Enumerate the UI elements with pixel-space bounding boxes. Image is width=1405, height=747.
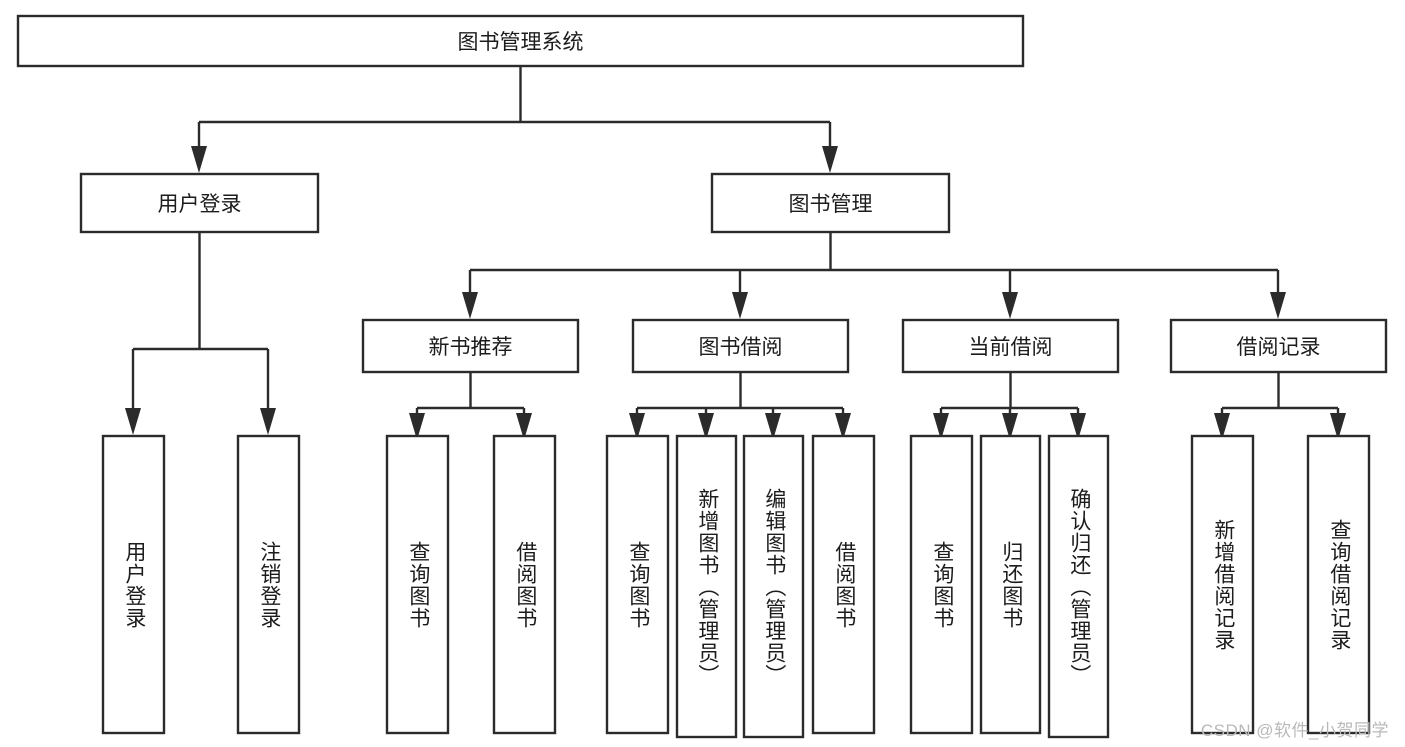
node-current-borrow-box[interactable] bbox=[901, 318, 1120, 374]
node-new-book-recommend-box[interactable] bbox=[361, 318, 580, 374]
arrowhead-to-borrow-record bbox=[1270, 292, 1286, 319]
arrowhead-to-book-mgmt bbox=[822, 146, 838, 173]
arrowhead-to-book-borrow bbox=[732, 292, 748, 319]
leaf-current-borrow-1-box[interactable] bbox=[909, 434, 974, 735]
leaf-borrow-record-1-box[interactable] bbox=[1190, 434, 1255, 735]
leaf-book-borrow-1-box[interactable] bbox=[605, 434, 670, 735]
leaf-new-book-2-box[interactable] bbox=[492, 434, 557, 735]
node-book-management-box[interactable] bbox=[710, 172, 951, 234]
leaf-user-login-1-box[interactable] bbox=[101, 434, 166, 735]
node-user-login-box[interactable] bbox=[79, 172, 320, 234]
leaf-user-login-2-box[interactable] bbox=[236, 434, 301, 735]
arrowhead-to-new-book bbox=[462, 292, 478, 319]
csdn-watermark: CSDN @软件_小贺同学 bbox=[1200, 721, 1389, 740]
node-book-borrow-box[interactable] bbox=[631, 318, 850, 374]
node-borrow-record-box[interactable] bbox=[1169, 318, 1388, 374]
leaf-borrow-record-2-box[interactable] bbox=[1306, 434, 1371, 735]
leaf-book-borrow-3-box[interactable] bbox=[742, 434, 805, 739]
leaf-new-book-1-box[interactable] bbox=[385, 434, 450, 735]
leaf-current-borrow-2-box[interactable] bbox=[979, 434, 1042, 735]
arrowhead-to-user-login bbox=[191, 146, 207, 173]
arrowhead-user-login-leaf-1 bbox=[125, 408, 141, 435]
leaf-book-borrow-2-box[interactable] bbox=[675, 434, 738, 739]
arrowhead-user-login-leaf-2 bbox=[260, 408, 276, 435]
leaf-book-borrow-4-box[interactable] bbox=[811, 434, 876, 735]
leaf-current-borrow-3-box[interactable] bbox=[1047, 434, 1110, 739]
arrowhead-to-current-borrow bbox=[1002, 292, 1018, 319]
node-root-box[interactable] bbox=[16, 14, 1025, 68]
